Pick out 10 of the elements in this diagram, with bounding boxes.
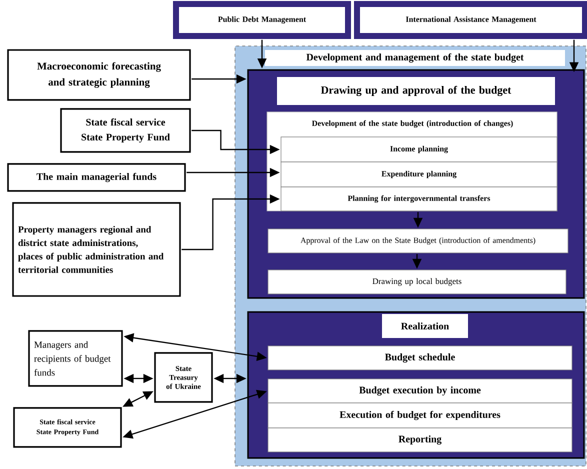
source-box: The main managerial funds <box>7 163 186 192</box>
participant-box: Managers and recipients of budget funds <box>28 330 123 387</box>
source-box: Macroeconomic forecasting and strategic planning <box>7 49 191 101</box>
source-box: Property managers regional and district state administrations, places of public administration and territorial communities <box>12 202 181 297</box>
source-box: State fiscal service State Property Fund <box>60 108 191 153</box>
process-box: Budget execution by income <box>268 378 572 404</box>
process-box: Reporting <box>268 428 572 452</box>
process-box: Budget schedule <box>268 346 572 370</box>
process-box: Drawing up local budgets <box>268 270 566 294</box>
process-box: Execution of budget for expenditures <box>268 402 572 428</box>
